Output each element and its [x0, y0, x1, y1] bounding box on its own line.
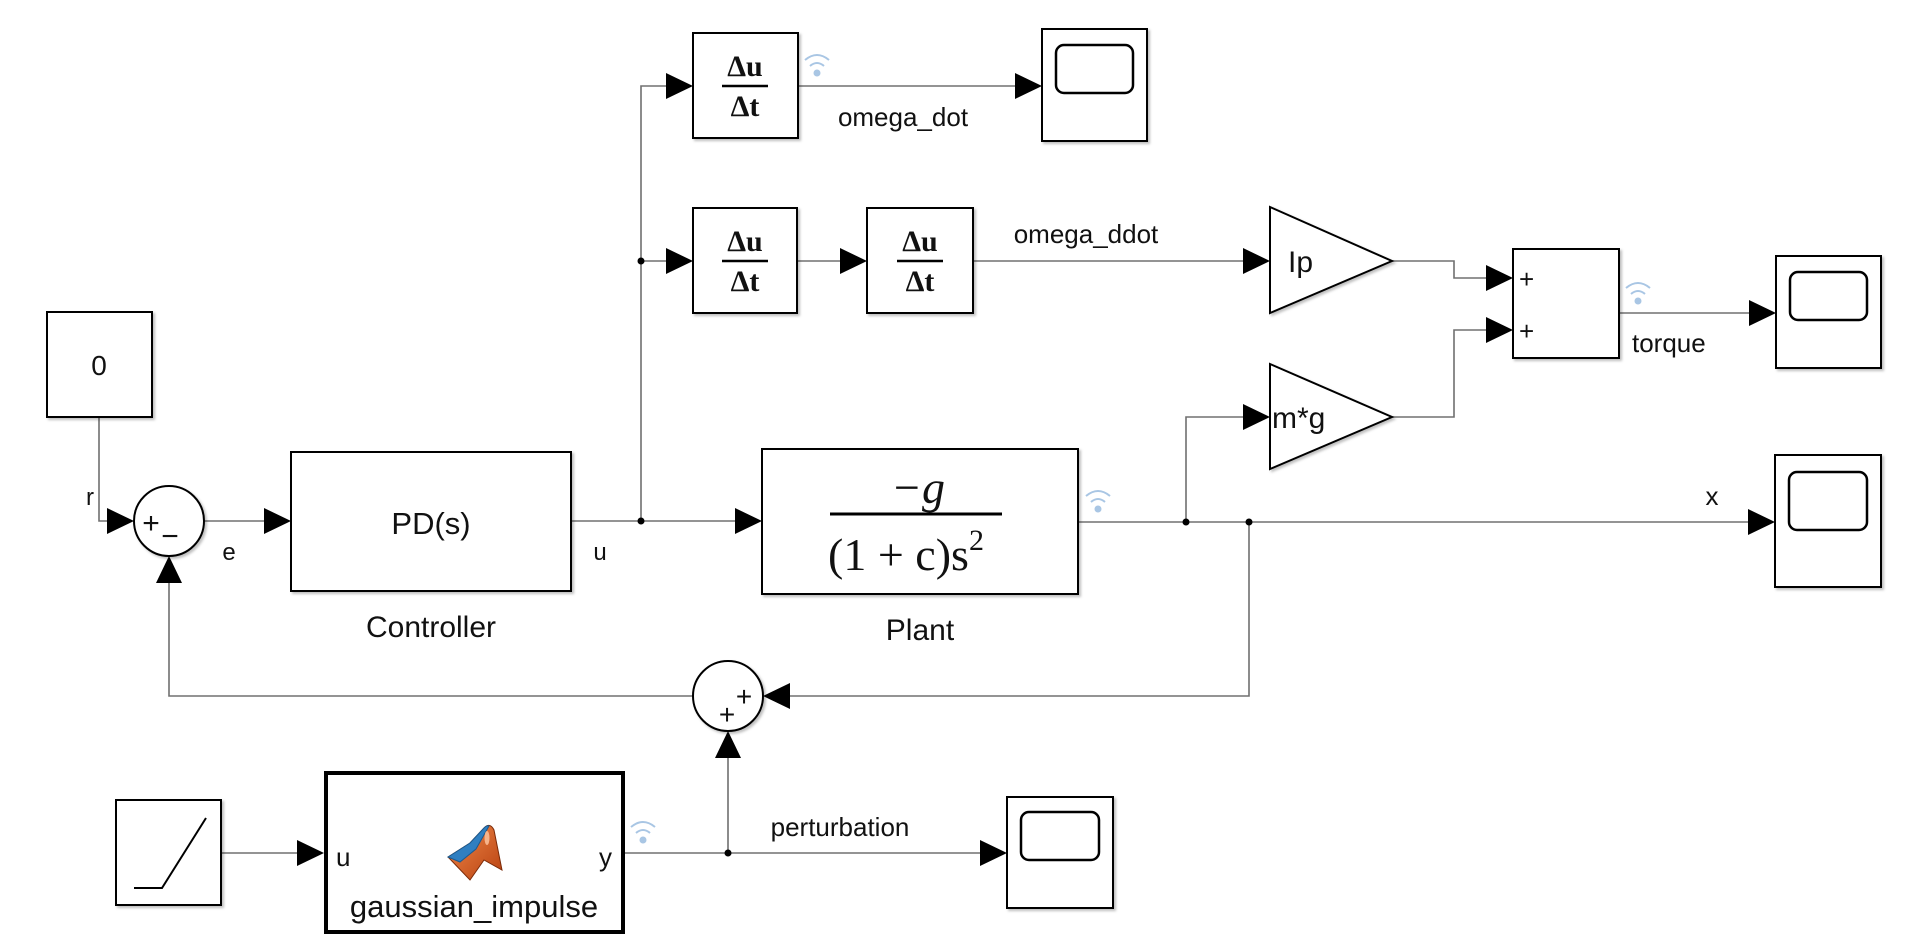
arrow-scope1-in	[1015, 73, 1042, 99]
sum-error-sign-1: +	[142, 507, 160, 540]
constant-block[interactable]: 0	[46, 311, 153, 418]
controller-name[interactable]: Controller	[366, 611, 496, 644]
branch-point-perturbation	[724, 849, 732, 857]
signal-label-perturbation: perturbation	[771, 812, 910, 842]
sum-feedback-sign-1: +	[736, 681, 752, 712]
scope-icon	[1787, 470, 1869, 532]
gain-mg-label: m*g	[1272, 402, 1325, 435]
scope-icon	[1019, 810, 1101, 862]
derivative-block-1[interactable]: Δu Δt	[692, 32, 799, 139]
ramp-block[interactable]	[115, 799, 222, 906]
controller-block[interactable]: PD(s)	[290, 451, 572, 592]
plant-denominator-main: (1 + c)s	[828, 529, 969, 580]
signal-logging-icon[interactable]	[1625, 282, 1651, 305]
arrow-scope3-in	[1749, 300, 1776, 326]
signal-label-u: u	[593, 539, 606, 566]
plant-name[interactable]: Plant	[886, 614, 955, 647]
sum-torque-sign-2: +	[1519, 316, 1534, 346]
sum-torque-sign-1: +	[1519, 264, 1534, 294]
controller-expr: PD(s)	[391, 506, 470, 541]
wire-x-to-mg[interactable]	[1185, 416, 1259, 522]
plant-numerator: −g	[891, 462, 945, 513]
branch-point-x-feedback	[1245, 518, 1253, 526]
sum-error-block[interactable]: + −	[133, 485, 205, 557]
wire-feedback-to-sum[interactable]	[168, 566, 693, 697]
constant-value: 0	[91, 350, 107, 381]
arrow-plant-in	[735, 508, 762, 534]
arrow-ip-in	[1243, 248, 1270, 274]
gaussian-in-port: u	[336, 842, 350, 872]
signal-logging-icon[interactable]	[1085, 490, 1111, 513]
signal-logging-icon[interactable]	[804, 54, 830, 77]
arrow-scope4-in	[1748, 509, 1775, 535]
arrow-deriv3-in	[840, 248, 867, 274]
signal-label-torque: torque	[1632, 328, 1706, 358]
arrow-gaussian-in	[297, 840, 324, 866]
wire-ip-out[interactable]	[1392, 260, 1503, 279]
scope-omega-dot[interactable]	[1041, 28, 1148, 142]
matlab-function-icon	[446, 824, 503, 881]
branch-point-u	[637, 517, 645, 525]
gaussian-out-port: y	[599, 842, 612, 872]
sum-feedback-block[interactable]: + +	[692, 660, 764, 732]
arrow-deriv2-in	[666, 248, 693, 274]
derivative-2-denominator: Δt	[731, 265, 760, 298]
arrowheads	[107, 73, 1776, 866]
derivative-block-2[interactable]: Δu Δt	[692, 207, 798, 314]
wires	[98, 85, 1766, 854]
wire-mg-out[interactable]	[1392, 329, 1503, 418]
plant-denominator: (1 + c)s2	[828, 524, 984, 580]
scope-torque[interactable]	[1775, 255, 1882, 369]
scope-icon	[1788, 270, 1869, 322]
scope-perturbation[interactable]	[1006, 796, 1114, 909]
derivative-3-denominator: Δt	[906, 265, 935, 298]
branch-point-x-mg	[1182, 518, 1190, 526]
signal-label-omega-dot: omega_dot	[838, 102, 969, 132]
arrow-sum1-in-bottom	[156, 556, 182, 583]
derivative-3-numerator: Δu	[902, 225, 938, 258]
signal-label-e: e	[222, 539, 235, 566]
signal-logging-icon[interactable]	[630, 821, 656, 844]
wire-r[interactable]	[98, 417, 124, 522]
gain-mg-block[interactable]: m*g	[1269, 362, 1395, 471]
arrow-sum3-in1	[1486, 265, 1513, 291]
plant-denominator-exp: 2	[969, 524, 984, 557]
arrow-scope5-in	[980, 840, 1007, 866]
scope-icon	[1054, 43, 1135, 95]
signal-label-x: x	[1706, 481, 1719, 511]
derivative-1-numerator: Δu	[727, 50, 763, 83]
branch-point-u-upper	[637, 257, 645, 265]
gaussian-name: gaussian_impulse	[350, 889, 598, 924]
sum-feedback-sign-2: +	[719, 699, 735, 730]
arrow-controller-in	[264, 508, 291, 534]
arrow-mg-in	[1243, 404, 1270, 430]
wire-feedback[interactable]	[773, 522, 1250, 697]
branch-points	[637, 257, 1253, 857]
derivative-block-3[interactable]: Δu Δt	[866, 207, 974, 314]
derivative-2-numerator: Δu	[727, 225, 763, 258]
sum-torque-block[interactable]: + +	[1512, 248, 1620, 359]
gain-ip-label: Ip	[1288, 246, 1313, 279]
scope-x[interactable]	[1774, 454, 1882, 588]
signal-label-r: r	[86, 484, 94, 511]
gain-ip-block[interactable]: Ip	[1269, 205, 1395, 315]
sum-error-sign-2: −	[161, 520, 179, 553]
gaussian-impulse-block[interactable]: u y gaussian_impulse	[324, 771, 625, 934]
arrow-deriv1-in	[666, 73, 693, 99]
plant-block[interactable]: −g (1 + c)s2	[761, 448, 1079, 595]
signal-label-omega-ddot: omega_ddot	[1014, 219, 1159, 249]
ramp-icon	[134, 817, 207, 889]
arrow-sum2-in-right	[763, 683, 790, 709]
derivative-1-denominator: Δt	[731, 90, 760, 123]
wire-u-branch[interactable]	[640, 85, 683, 521]
arrow-sum3-in2	[1486, 317, 1513, 343]
arrow-sum1-in	[107, 508, 134, 534]
arrow-sum2-in-bottom	[715, 731, 741, 758]
